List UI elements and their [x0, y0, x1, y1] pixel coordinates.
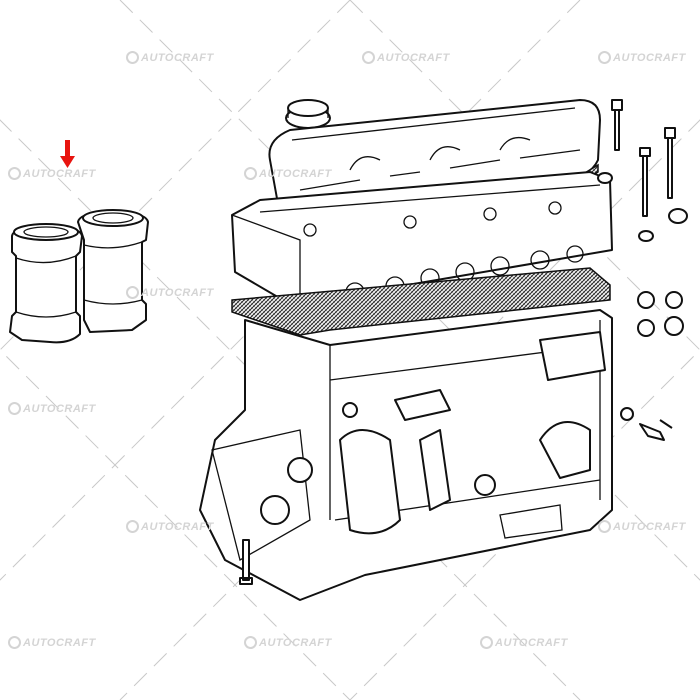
watermark: AUTOCRAFT — [126, 286, 214, 299]
autocraft-logo-icon — [8, 636, 21, 649]
head-gasket — [231, 267, 611, 336]
autocraft-logo-icon — [362, 51, 375, 64]
down-arrow-icon — [60, 140, 75, 168]
watermark: AUTOCRAFT — [8, 402, 96, 415]
autocraft-logo-icon — [126, 286, 139, 299]
autocraft-logo-icon — [244, 167, 257, 180]
watermark: AUTOCRAFT — [480, 636, 568, 649]
autocraft-logo-icon — [480, 636, 493, 649]
head-bolts[interactable] — [239, 99, 676, 585]
autocraft-logo-icon — [126, 520, 139, 533]
cylinder-liners[interactable] — [9, 209, 149, 344]
engine-block[interactable] — [199, 309, 613, 601]
washers — [597, 172, 688, 421]
watermark: AUTOCRAFT — [244, 167, 332, 180]
watermark: AUTOCRAFT — [126, 51, 214, 64]
autocraft-logo-icon — [8, 402, 21, 415]
cylinder-head[interactable] — [231, 171, 613, 311]
watermark: AUTOCRAFT — [598, 51, 686, 64]
autocraft-logo-icon — [126, 51, 139, 64]
watermark: AUTOCRAFT — [244, 636, 332, 649]
oil-filler-cap[interactable] — [285, 99, 331, 129]
autocraft-logo-icon — [598, 51, 611, 64]
watermark: AUTOCRAFT — [8, 636, 96, 649]
autocraft-logo-icon — [8, 167, 21, 180]
autocraft-logo-icon — [598, 520, 611, 533]
watermark: AUTOCRAFT — [126, 520, 214, 533]
autocraft-logo-icon — [244, 636, 257, 649]
watermark: AUTOCRAFT — [362, 51, 450, 64]
watermark: AUTOCRAFT — [8, 167, 96, 180]
watermark: AUTOCRAFT — [598, 520, 686, 533]
drain-tap[interactable] — [639, 419, 673, 441]
core-plugs — [637, 291, 684, 337]
